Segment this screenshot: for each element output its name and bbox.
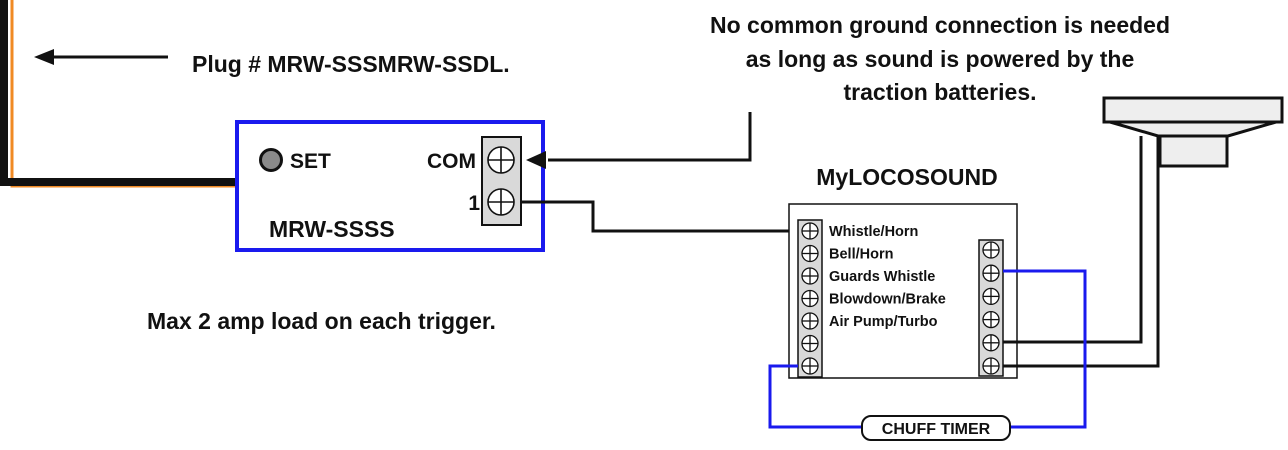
chuff-wire-right — [1003, 269, 1087, 429]
com-label: COM — [427, 150, 476, 173]
sound-input-label: Blowdown/Brake — [829, 292, 946, 308]
speaker-wire-2 — [1003, 136, 1160, 368]
black-feed-wire — [0, 0, 240, 186]
sound-input-label: Guards Whistle — [829, 269, 935, 285]
plug-label: Plug # MRW-SSSMRW-SSDL. — [192, 51, 510, 77]
right-terminal-screw — [982, 287, 1000, 306]
set-button[interactable] — [259, 148, 283, 172]
ground-note-line-1: No common ground connection is needed — [710, 12, 1170, 38]
load-note: Max 2 amp load on each trigger. — [147, 308, 496, 334]
sound-input-label: Air Pump/Turbo — [829, 314, 938, 330]
right-terminal-screw — [982, 241, 1000, 259]
left-terminal-screw — [801, 244, 819, 263]
sound-board-title: MyLOCOSOUND — [816, 164, 997, 190]
speaker-wire-1 — [1003, 136, 1143, 344]
orange-feed-wire — [10, 0, 248, 188]
left-terminal-screw — [801, 289, 819, 308]
set-label: SET — [290, 150, 331, 173]
chuff-timer-box — [861, 415, 1011, 441]
terminal-1-label: 1 — [468, 192, 480, 215]
terminal-1-screw — [487, 188, 515, 216]
chuff-wire-left — [768, 364, 862, 429]
com-pointer-head — [526, 151, 546, 169]
ground-note-line-3: traction batteries. — [844, 79, 1037, 105]
left-terminal-screw — [801, 312, 819, 330]
speaker-icon — [1102, 96, 1284, 168]
right-terminal-screw — [982, 264, 1000, 282]
left-terminal-screw — [801, 357, 819, 375]
sound-input-label: Bell/Horn — [829, 247, 893, 263]
com-terminal-screw — [487, 146, 515, 174]
right-terminal-screws — [982, 241, 1000, 375]
module-name: MRW-SSSS — [269, 216, 395, 242]
chuff-timer-label: CHUFF TIMER — [882, 421, 991, 438]
right-terminal-screw — [982, 334, 1000, 352]
plug-arrow-head — [34, 49, 54, 65]
sound-board-right-terminals — [978, 239, 1004, 377]
trigger-wire — [521, 200, 797, 233]
left-terminal-screw — [801, 334, 819, 353]
com-pointer-line — [548, 112, 752, 162]
left-terminal-screw — [801, 222, 819, 240]
right-terminal-screw — [982, 310, 1000, 329]
sound-input-label: Whistle/Horn — [829, 224, 918, 240]
left-terminal-screws — [801, 222, 819, 375]
ground-note-line-2: as long as sound is powered by the — [746, 46, 1135, 72]
right-terminal-screw — [982, 357, 1000, 375]
left-terminal-screw — [801, 267, 819, 285]
